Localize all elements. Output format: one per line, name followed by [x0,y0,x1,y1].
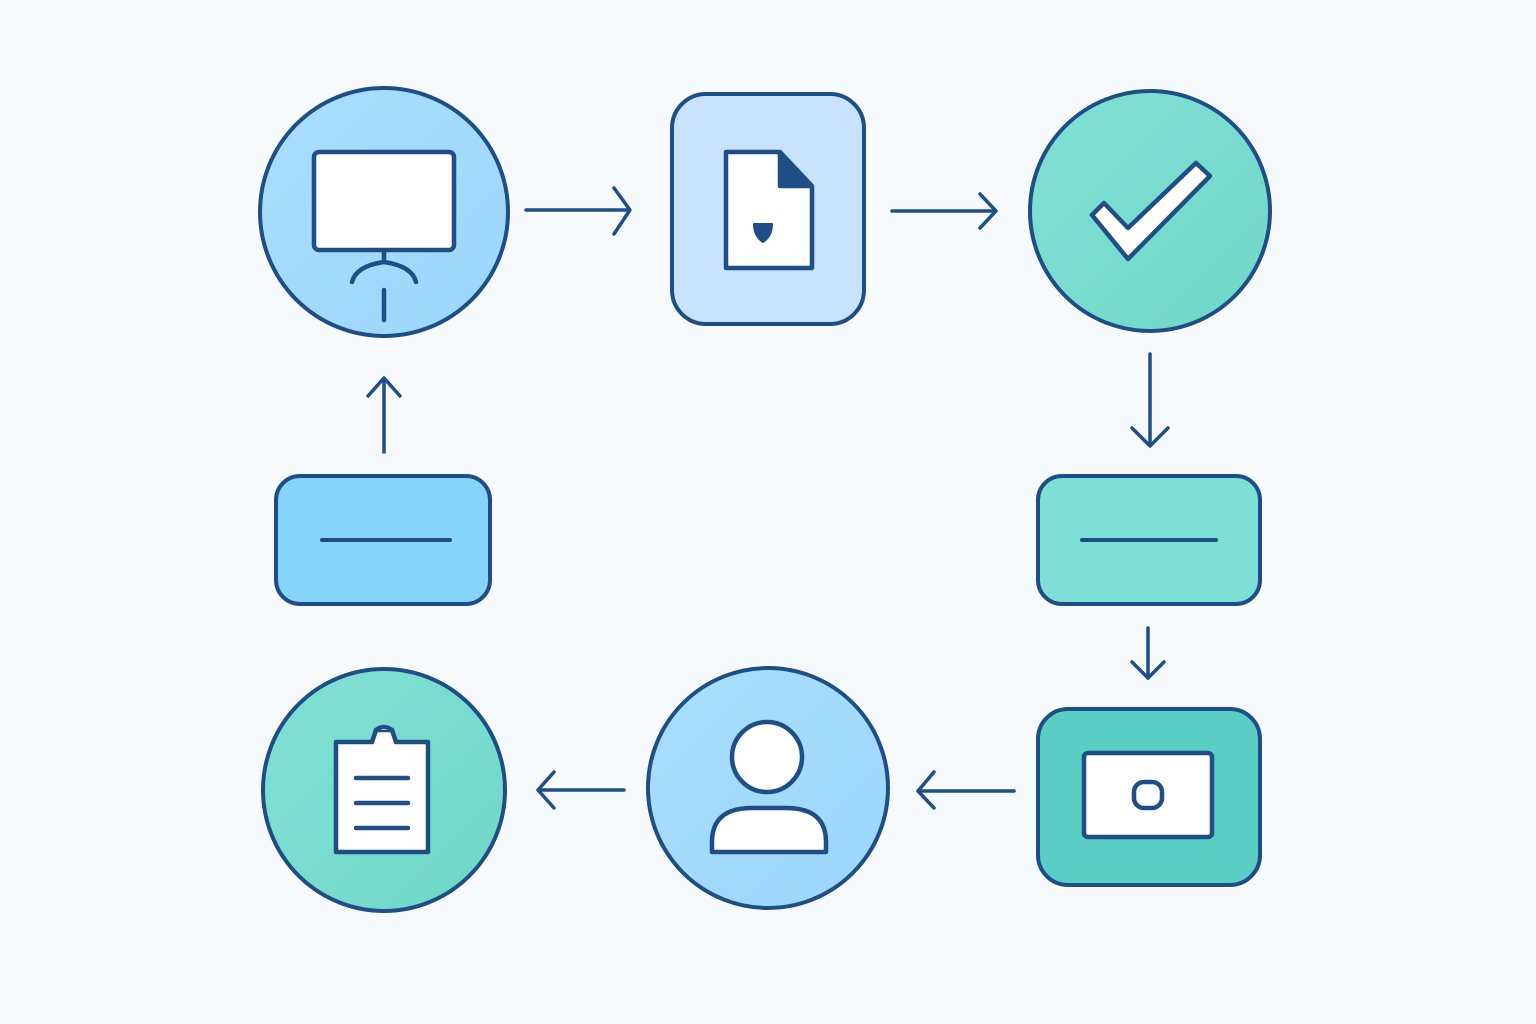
user-icon [709,719,829,855]
arrow-document-to-approval [890,192,998,230]
clipboard-list-icon [333,724,431,855]
node-right-bar [1036,474,1262,606]
arrow-user-to-clipboard [536,770,626,810]
node-user [646,666,890,910]
camera-screen-icon [1081,750,1215,840]
node-monitor [258,86,510,338]
arrow-monitor-to-document [524,186,632,236]
node-document [670,92,866,326]
document-shield-icon [723,149,815,271]
node-approval [1028,89,1272,333]
arrow-camera-to-user [916,770,1016,810]
arrow-right-bar-to-camera [1130,626,1166,680]
node-clipboard [261,667,507,913]
arrow-approval-to-right-bar [1130,352,1170,448]
arrow-left-bar-to-monitor [366,376,402,454]
presentation-monitor-icon [311,149,457,323]
node-left-bar [274,474,492,606]
checkmark-icon [1089,160,1213,262]
node-camera [1036,707,1262,887]
